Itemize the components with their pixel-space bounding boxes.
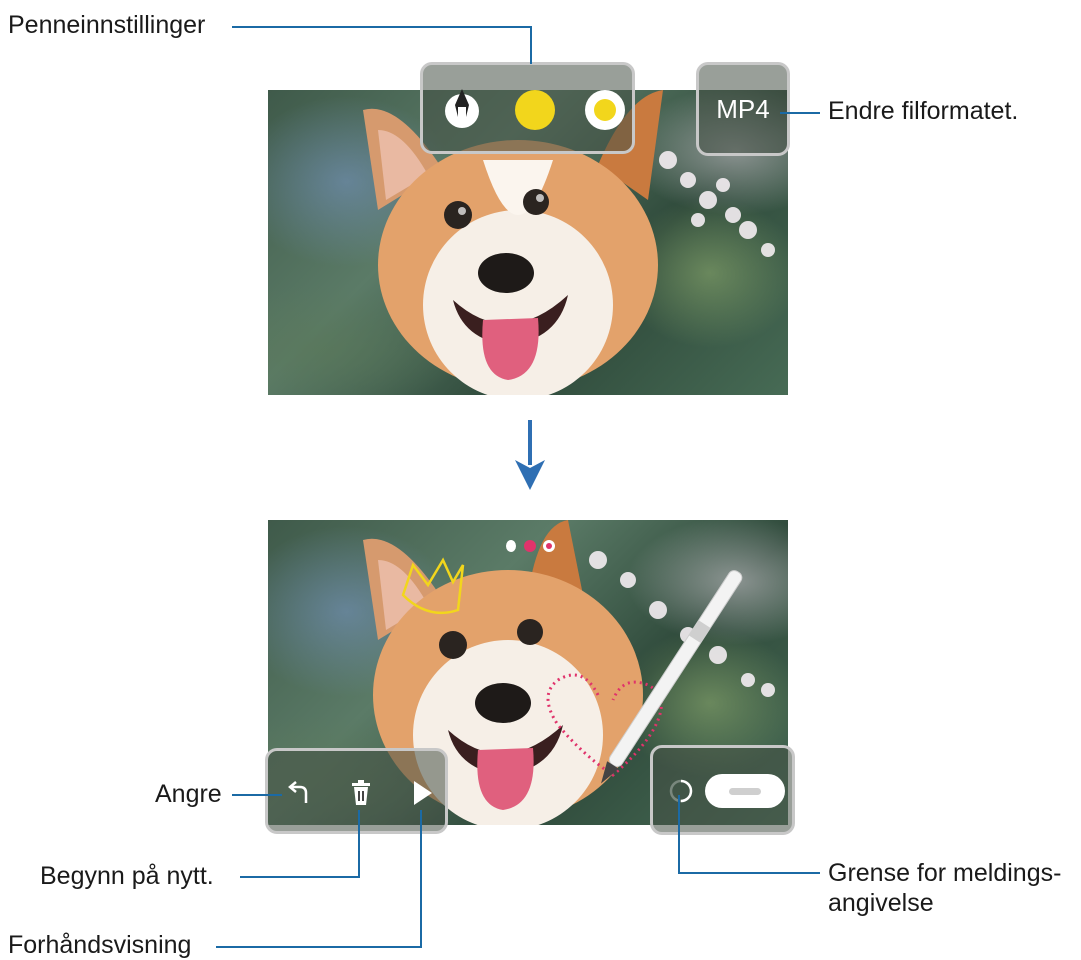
callout-line	[678, 872, 820, 874]
message-limit-ring-icon	[669, 779, 693, 803]
pen-size-selector[interactable]	[585, 90, 625, 130]
message-limit-panel	[650, 745, 795, 835]
done-button[interactable]	[705, 774, 785, 808]
play-icon[interactable]	[410, 779, 434, 807]
pen-nib-icon-mini[interactable]	[506, 540, 516, 552]
callout-line	[232, 794, 282, 796]
corgi-illustration	[363, 90, 775, 395]
callout-line	[216, 946, 422, 948]
size-swatch-mini[interactable]	[543, 540, 555, 552]
pen-size-dot	[594, 99, 616, 121]
down-arrow-shaft	[528, 420, 532, 465]
callout-line	[358, 810, 360, 878]
down-arrow-icon	[515, 460, 545, 490]
callout-line	[420, 810, 422, 948]
pen-nib-icon[interactable]	[441, 85, 483, 131]
preview-label: Forhåndsvisning	[8, 931, 192, 959]
callout-line	[232, 26, 532, 28]
trash-icon[interactable]	[348, 779, 374, 807]
pen-settings-panel	[420, 62, 635, 154]
done-button-placeholder	[729, 788, 761, 795]
edit-toolbar-panel	[265, 748, 448, 834]
undo-label: Angre	[155, 780, 222, 808]
format-button[interactable]: MP4	[716, 94, 770, 124]
callout-line	[678, 795, 680, 873]
color-swatch-mini[interactable]	[524, 540, 536, 552]
change-format-label: Endre filformatet.	[828, 97, 1019, 125]
size-dot-mini	[546, 543, 552, 549]
pen-settings-label: Penneinnstillinger	[8, 11, 206, 39]
message-limit-label: Grense for meldings-angivelse	[828, 859, 1062, 917]
undo-arrow-icon[interactable]	[286, 779, 314, 807]
callout-line	[240, 876, 360, 878]
start-over-label: Begynn på nytt.	[40, 862, 214, 890]
pen-color-swatch[interactable]	[515, 90, 555, 130]
format-button-panel: MP4	[696, 62, 790, 156]
callout-line	[780, 112, 820, 114]
callout-line	[530, 26, 532, 64]
